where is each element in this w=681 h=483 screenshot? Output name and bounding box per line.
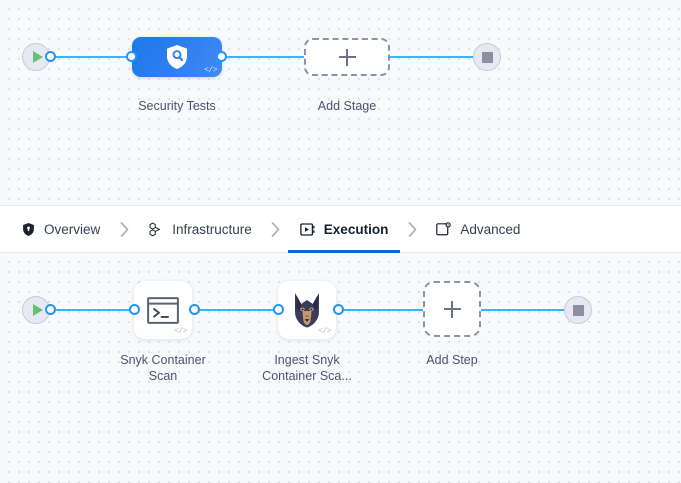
tab-execution-label: Execution <box>323 221 389 237</box>
step-node-snyk-container-scan-input-port[interactable] <box>129 304 140 315</box>
add-step-label: Add Step <box>426 353 478 367</box>
step-node-snyk-container-scan-output-port[interactable] <box>189 304 200 315</box>
stop-icon <box>572 304 584 316</box>
tab-advanced[interactable]: Advanced <box>434 206 522 252</box>
execution-icon <box>300 221 316 237</box>
stage-node-security-tests-label: Security Tests <box>138 99 216 113</box>
stage-start-port[interactable] <box>45 51 56 62</box>
add-stage-label: Add Stage <box>317 99 377 113</box>
tab-execution[interactable]: Execution <box>287 206 400 253</box>
tab-separator-3 <box>390 221 434 237</box>
tab-separator-1 <box>102 221 146 237</box>
step-node-snyk-container-scan-label: Snyk Container Scan <box>120 353 206 383</box>
tab-overview[interactable]: Overview <box>18 206 102 252</box>
edge-add-step-to-stop <box>481 309 569 311</box>
stage-canvas[interactable]: </> Security Tests Add Stage <box>0 0 681 205</box>
terminal-icon <box>147 296 179 324</box>
pipeline-section-tabs: Overview Infrastructure <box>0 205 681 253</box>
stage-node-security-tests-output-port[interactable] <box>216 51 227 62</box>
step-start-port[interactable] <box>45 304 56 315</box>
play-icon <box>32 304 43 316</box>
edge-security-tests-to-add-stage <box>215 56 310 58</box>
shield-icon <box>20 221 36 237</box>
stop-icon <box>481 51 493 63</box>
step-node-ingest-snyk-container-scan-output-port[interactable] <box>333 304 344 315</box>
stage-graph: </> Security Tests Add Stage <box>0 0 681 205</box>
edge-snyk-container-scan-to-ingest <box>194 309 282 311</box>
step-code-badge: </> <box>318 327 331 336</box>
tab-advanced-label: Advanced <box>460 221 521 237</box>
add-stage-button[interactable] <box>304 38 390 76</box>
tab-overview-label: Overview <box>44 221 101 237</box>
stage-start-node[interactable] <box>22 43 50 71</box>
edge-add-stage-to-stop <box>385 56 480 58</box>
stage-node-security-tests[interactable]: </> <box>132 37 222 77</box>
edge-start-to-security-tests <box>50 56 140 58</box>
stage-code-badge: </> <box>204 66 217 75</box>
step-node-snyk-container-scan[interactable]: </> <box>134 281 192 339</box>
plus-icon <box>338 48 356 66</box>
infrastructure-icon <box>148 221 164 237</box>
stage-stop-node[interactable] <box>473 43 501 71</box>
step-node-ingest-snyk-container-scan-label: Ingest Snyk Container Sca... <box>262 353 352 383</box>
play-icon <box>32 51 43 63</box>
plus-icon <box>443 300 461 318</box>
shield-search-icon <box>167 45 187 69</box>
advanced-icon <box>436 221 452 237</box>
step-canvas[interactable]: </> Snyk Container Scan <box>0 253 681 483</box>
step-stop-node[interactable] <box>564 296 592 324</box>
stage-node-security-tests-input-port[interactable] <box>126 51 137 62</box>
tab-infrastructure-label: Infrastructure <box>172 221 252 237</box>
step-code-badge: </> <box>174 327 187 336</box>
edge-ingest-to-add-step <box>338 309 423 311</box>
step-node-ingest-snyk-container-scan[interactable]: </> <box>278 281 336 339</box>
snyk-dog-icon <box>295 293 319 328</box>
edge-start-to-snyk-container-scan <box>50 309 138 311</box>
add-step-button[interactable] <box>423 281 481 337</box>
step-node-ingest-snyk-container-scan-input-port[interactable] <box>273 304 284 315</box>
tab-infrastructure[interactable]: Infrastructure <box>146 206 254 252</box>
step-graph: </> Snyk Container Scan <box>0 253 681 483</box>
tab-separator-2 <box>254 221 298 237</box>
